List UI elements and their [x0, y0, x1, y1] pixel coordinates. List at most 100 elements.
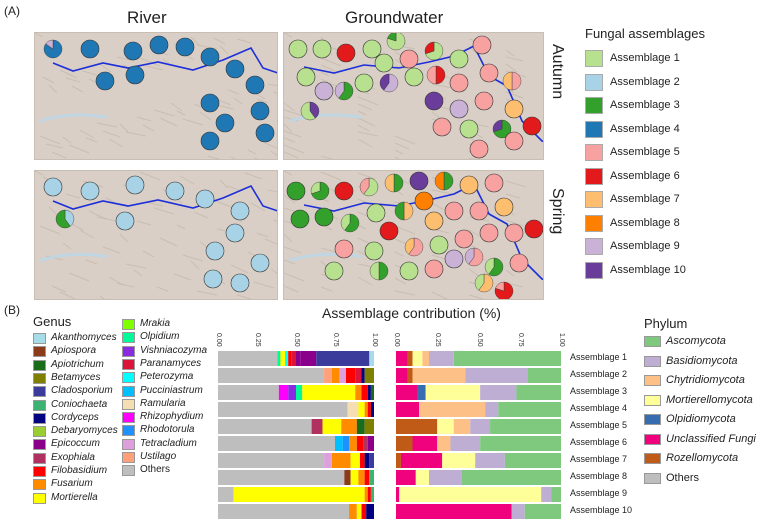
assemblage-label: Assemblage 8 — [610, 216, 680, 229]
map-svg — [35, 171, 277, 299]
bar-segment — [407, 368, 413, 383]
pie-marker — [195, 189, 215, 209]
bar-segment — [480, 385, 517, 400]
genus-label: Apiotrichum — [51, 358, 104, 370]
pie-marker — [43, 39, 63, 59]
genus-label: Cordyceps — [51, 411, 99, 423]
phylum-bar-chart — [396, 350, 561, 520]
bar-segment — [331, 453, 351, 468]
bar-segment — [453, 419, 471, 434]
bar-segment — [450, 436, 481, 451]
pie-marker — [362, 39, 382, 59]
bar-segment — [311, 419, 323, 434]
pie-marker — [255, 123, 275, 143]
bar-segment — [361, 368, 365, 383]
bar-segment — [218, 453, 325, 468]
phylum-label: Chytridiomycota — [666, 374, 745, 386]
bar-segment — [475, 453, 505, 468]
pie-marker — [336, 43, 356, 63]
pie-marker — [469, 201, 489, 221]
row-label: Assemblage 6 — [570, 437, 628, 447]
pie-marker — [149, 35, 169, 55]
tick-label: 1.00 — [558, 333, 565, 347]
row-label: Assemblage 9 — [570, 488, 628, 498]
genus-swatch — [122, 345, 135, 357]
pie-marker — [449, 49, 469, 69]
pie-marker — [245, 75, 265, 95]
bar-svg — [218, 351, 374, 519]
autumn-label: Autumn — [549, 44, 566, 100]
pie-marker — [379, 221, 399, 241]
pie-marker — [424, 259, 444, 279]
row-label: Assemblage 2 — [570, 369, 628, 379]
genus-swatch — [33, 399, 46, 411]
phylum-swatch — [644, 433, 661, 445]
bar-segment — [364, 368, 374, 383]
bar-segment — [361, 504, 367, 519]
genus-label: Debaryomyces — [51, 425, 118, 437]
pie-marker — [469, 139, 489, 159]
bar-segment — [218, 368, 325, 383]
pie-marker — [449, 99, 469, 119]
pie-marker — [484, 257, 504, 277]
bar-segment — [364, 487, 368, 502]
pie-marker — [250, 253, 270, 273]
bar-segment — [429, 351, 454, 366]
bar-segment — [415, 470, 429, 485]
genus-label: Ramularia — [140, 397, 186, 409]
bar-segment — [363, 436, 368, 451]
genus-swatch — [122, 398, 135, 410]
phylum-label: Mortierellomycota — [666, 393, 753, 406]
pie-marker — [215, 113, 235, 133]
genus-label: Betamyces — [51, 371, 101, 383]
genus-swatch — [33, 359, 46, 371]
genus-label: Epicoccum — [51, 438, 100, 450]
phylum-swatch — [644, 336, 661, 347]
bar-segment — [429, 470, 462, 485]
bar-segment — [480, 436, 561, 451]
assemblage-label: Assemblage 4 — [610, 122, 680, 135]
bar-segment — [396, 419, 438, 434]
bar-segment — [218, 436, 335, 451]
pie-marker — [504, 223, 524, 243]
bar-segment — [400, 453, 443, 468]
assemblage-label: Assemblage 9 — [610, 240, 680, 252]
pie-marker — [314, 81, 334, 101]
genus-swatch — [33, 492, 46, 504]
contribution-title: Assemblage contribution (%) — [322, 305, 501, 321]
bar-segment — [350, 453, 360, 468]
bar-segment — [417, 385, 426, 400]
bar-segment — [437, 436, 451, 451]
pie-marker — [384, 173, 404, 193]
genus-swatch — [33, 386, 46, 398]
pie-marker — [386, 33, 406, 51]
row-label: Assemblage 4 — [570, 403, 628, 413]
bar-segment — [355, 368, 362, 383]
genus-swatch — [33, 412, 46, 424]
bar-segment — [367, 436, 374, 451]
map-svg — [284, 171, 543, 299]
assemblage-swatch — [585, 120, 603, 138]
bar-segment — [407, 351, 413, 366]
bar-segment — [358, 470, 365, 485]
pie-marker — [310, 181, 330, 201]
pie-marker — [474, 91, 494, 111]
pie-marker — [366, 203, 386, 223]
assemblage-swatch — [585, 167, 603, 185]
genus-swatch — [122, 372, 135, 384]
genus-label: Vishniacozyma — [140, 344, 208, 356]
genus-label: Mrakia — [140, 318, 171, 329]
bar-segment — [425, 385, 481, 400]
tick-label: 0.50 — [475, 333, 483, 347]
genus-swatch — [122, 358, 135, 370]
pie-marker — [426, 65, 446, 85]
bar-segment — [356, 504, 362, 519]
pie-marker — [494, 197, 514, 217]
pie-marker — [205, 241, 225, 261]
pie-marker — [286, 181, 306, 201]
assemblage-swatch — [585, 144, 603, 161]
bar-segment — [370, 402, 374, 417]
pie-marker — [125, 175, 145, 195]
assemblage-swatch — [585, 261, 603, 279]
assemblage-swatch — [585, 50, 603, 67]
